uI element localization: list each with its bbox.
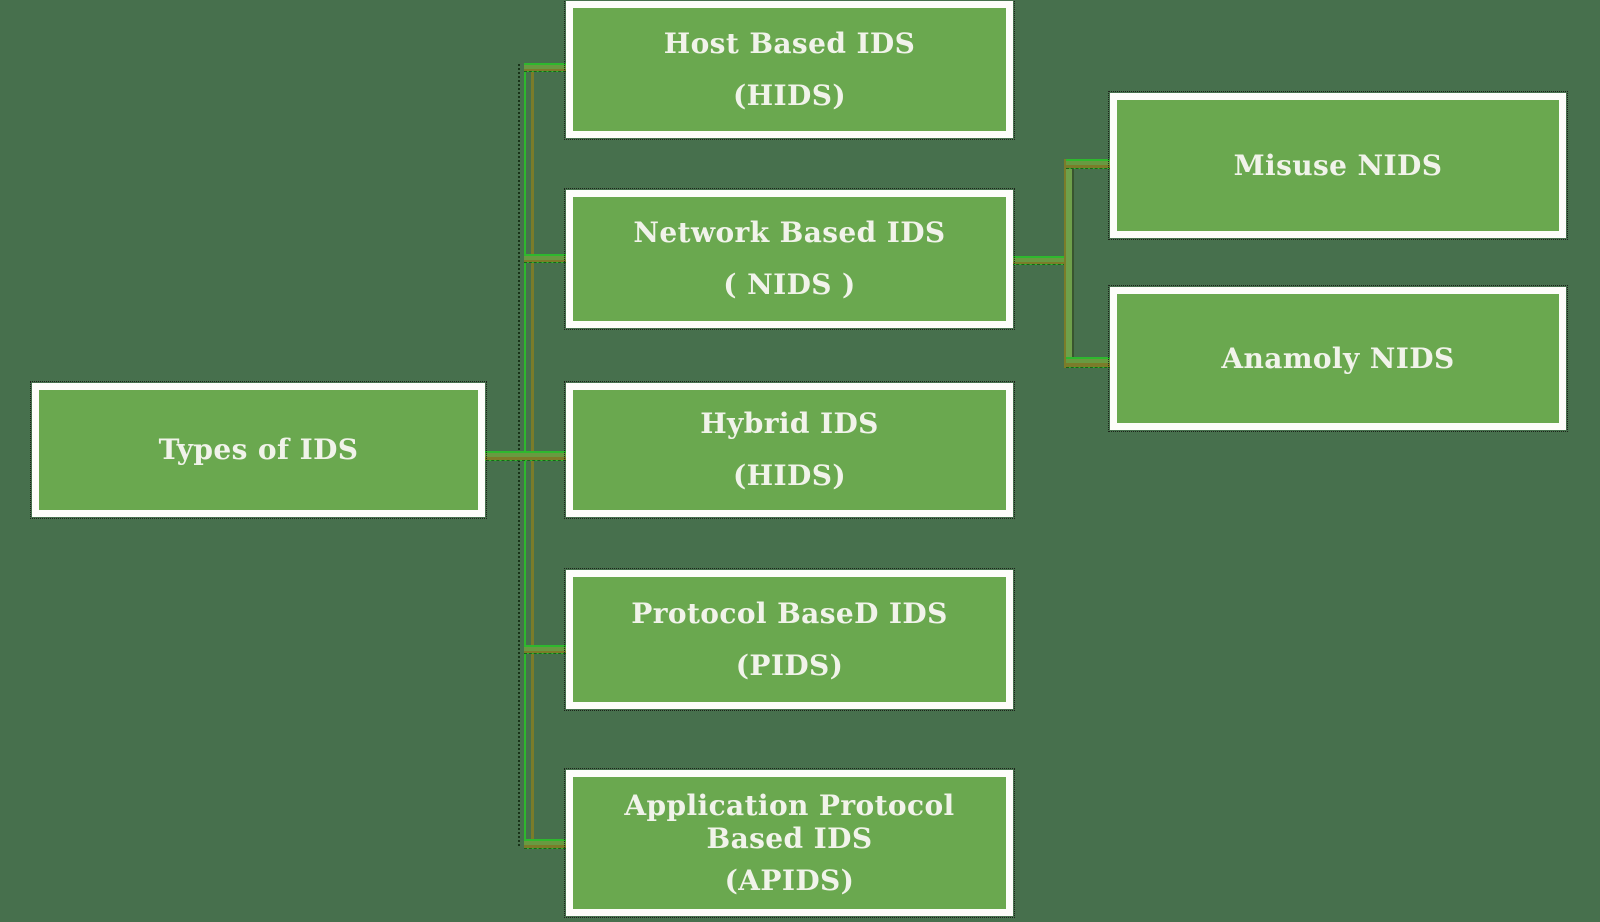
- connector-network-to-misuse: [1066, 159, 1112, 169]
- node-application-protocol-based-ids-label: Application Protocol Based IDS: [624, 788, 955, 856]
- node-protocol-based-ids-label: Protocol BaseD IDS: [631, 596, 948, 630]
- node-network-based-ids: Network Based IDS ( NIDS ): [564, 188, 1015, 330]
- node-application-protocol-based-ids: Application Protocol Based IDS (APIDS): [564, 768, 1015, 918]
- node-misuse-nids-label: Misuse NIDS: [1233, 148, 1443, 182]
- node-host-based-ids-label: Host Based IDS: [663, 26, 916, 60]
- node-host-based-ids-acronym: (HIDS): [733, 78, 846, 112]
- connector-network-to-trunk: [1011, 256, 1066, 265]
- connector-root-to-trunk: [481, 451, 566, 461]
- node-host-based-ids: Host Based IDS (HIDS): [564, 0, 1015, 140]
- node-protocol-based-ids-acronym: (PIDS): [735, 648, 844, 682]
- node-hybrid-ids-label: Hybrid IDS: [700, 407, 879, 441]
- node-protocol-based-ids: Protocol BaseD IDS (PIDS): [564, 568, 1015, 711]
- node-types-of-ids-label: Types of IDS: [158, 433, 359, 467]
- node-network-based-ids-acronym: ( NIDS ): [723, 268, 856, 301]
- node-anamoly-nids-label: Anamoly NIDS: [1221, 341, 1455, 375]
- node-types-of-ids: Types of IDS: [30, 381, 487, 519]
- connector-network-to-anamoly: [1066, 357, 1112, 368]
- node-misuse-nids: Misuse NIDS: [1108, 91, 1568, 240]
- node-hybrid-ids: Hybrid IDS (HIDS): [564, 381, 1015, 519]
- connector-root-to-application: [524, 839, 566, 849]
- node-anamoly-nids: Anamoly NIDS: [1108, 285, 1568, 432]
- connector-root-to-network: [524, 254, 566, 263]
- node-application-protocol-based-ids-acronym: (APIDS): [724, 863, 855, 897]
- connector-right-trunk-line: [1064, 159, 1074, 368]
- connector-root-to-host: [524, 63, 566, 72]
- connector-root-to-protocol: [524, 645, 566, 654]
- node-hybrid-ids-acronym: (HIDS): [733, 459, 846, 492]
- node-network-based-ids-label: Network Based IDS: [633, 216, 946, 250]
